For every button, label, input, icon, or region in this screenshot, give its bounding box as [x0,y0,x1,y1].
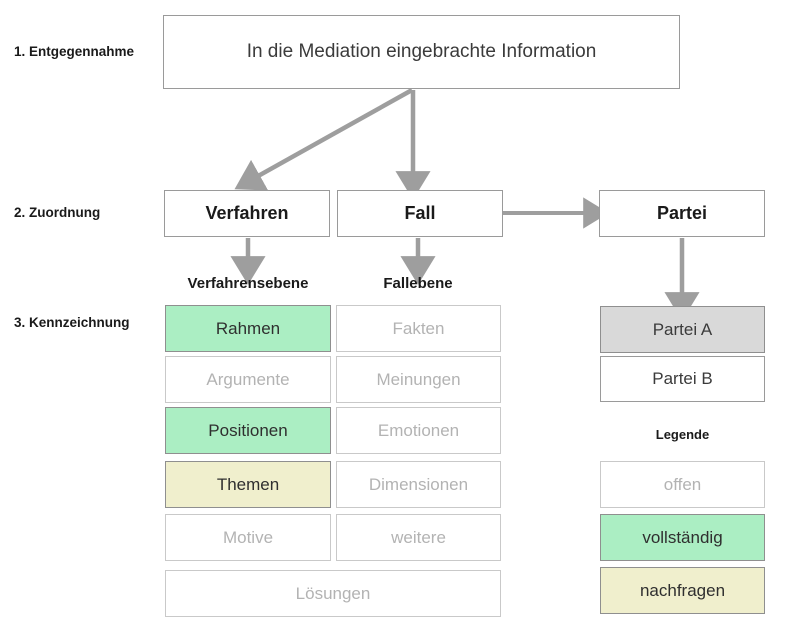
column-header-fallebene: Fallebene [383,275,453,292]
item-themen[interactable]: Themen [165,461,331,508]
item-meinungen-label: Meinungen [376,369,461,389]
item-loesungen-label: Lösungen [295,583,371,603]
item-argumente[interactable]: Argumente [165,356,331,403]
legend-item-offen-label: offen [663,474,702,494]
node-fall-label: Fall [404,203,436,224]
row-label-kennzeichnung: 3. Kennzeichnung [14,315,130,330]
item-weitere[interactable]: weitere [336,514,501,561]
item-weitere-label: weitere [391,527,446,547]
row-label-zuordnung: 2. Zuordnung [14,205,101,220]
item-emotionen[interactable]: Emotionen [336,407,501,454]
item-themen-label: Themen [216,474,280,494]
node-verfahren-label: Verfahren [205,203,289,224]
item-partei-b[interactable]: Partei B [600,356,765,402]
column-header-verfahrensebene: Verfahrensebene [187,275,309,292]
legend-title: Legende [655,427,710,442]
legend-item-offen[interactable]: offen [600,461,765,508]
item-meinungen[interactable]: Meinungen [336,356,501,403]
legend-item-nachfragen[interactable]: nachfragen [600,567,765,614]
item-positionen-label: Positionen [208,420,288,440]
node-partei[interactable]: Partei [599,190,765,237]
node-verfahren[interactable]: Verfahren [164,190,330,237]
item-loesungen[interactable]: Lösungen [165,570,501,617]
node-fall[interactable]: Fall [337,190,503,237]
item-dimensionen-label: Dimensionen [368,474,469,494]
item-fakten-label: Fakten [392,318,445,338]
legend-item-vollstaendig-label: vollständig [642,527,723,547]
information-box-label: In die Mediation eingebrachte Informatio… [246,41,597,63]
item-rahmen-label: Rahmen [215,318,281,338]
item-emotionen-label: Emotionen [377,420,460,440]
item-motive-label: Motive [222,527,274,547]
information-box[interactable]: In die Mediation eingebrachte Informatio… [163,15,680,89]
item-rahmen[interactable]: Rahmen [165,305,331,352]
node-partei-label: Partei [656,203,708,224]
legend-item-nachfragen-label: nachfragen [639,580,726,600]
item-partei-b-label: Partei B [652,369,713,389]
item-partei-a-label: Partei A [652,319,713,339]
row-label-entgegennahme: 1. Entgegennahme [14,44,135,59]
legend-item-vollstaendig[interactable]: vollständig [600,514,765,561]
item-partei-a[interactable]: Partei A [600,306,765,353]
item-motive[interactable]: Motive [165,514,331,561]
item-dimensionen[interactable]: Dimensionen [336,461,501,508]
item-positionen[interactable]: Positionen [165,407,331,454]
item-fakten[interactable]: Fakten [336,305,501,352]
item-argumente-label: Argumente [206,369,290,389]
arrow-info-to-verfahren [234,88,414,191]
